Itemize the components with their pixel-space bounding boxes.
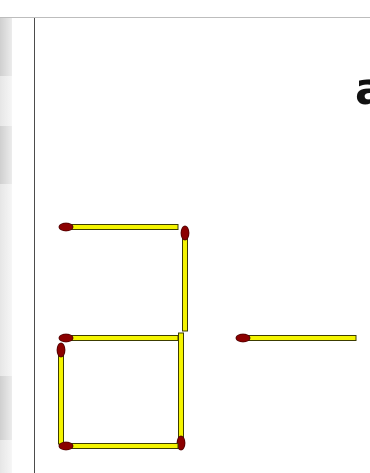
matchstick-middle[interactable] <box>59 334 178 342</box>
matchstick-upper-right[interactable] <box>181 226 189 331</box>
matchstick-top[interactable] <box>59 223 178 231</box>
matchstick-lower-left[interactable] <box>57 343 65 444</box>
matchstick-lower-right[interactable] <box>177 333 185 450</box>
matchstick-loose[interactable] <box>236 334 356 342</box>
matchstick-bottom[interactable] <box>59 442 178 450</box>
